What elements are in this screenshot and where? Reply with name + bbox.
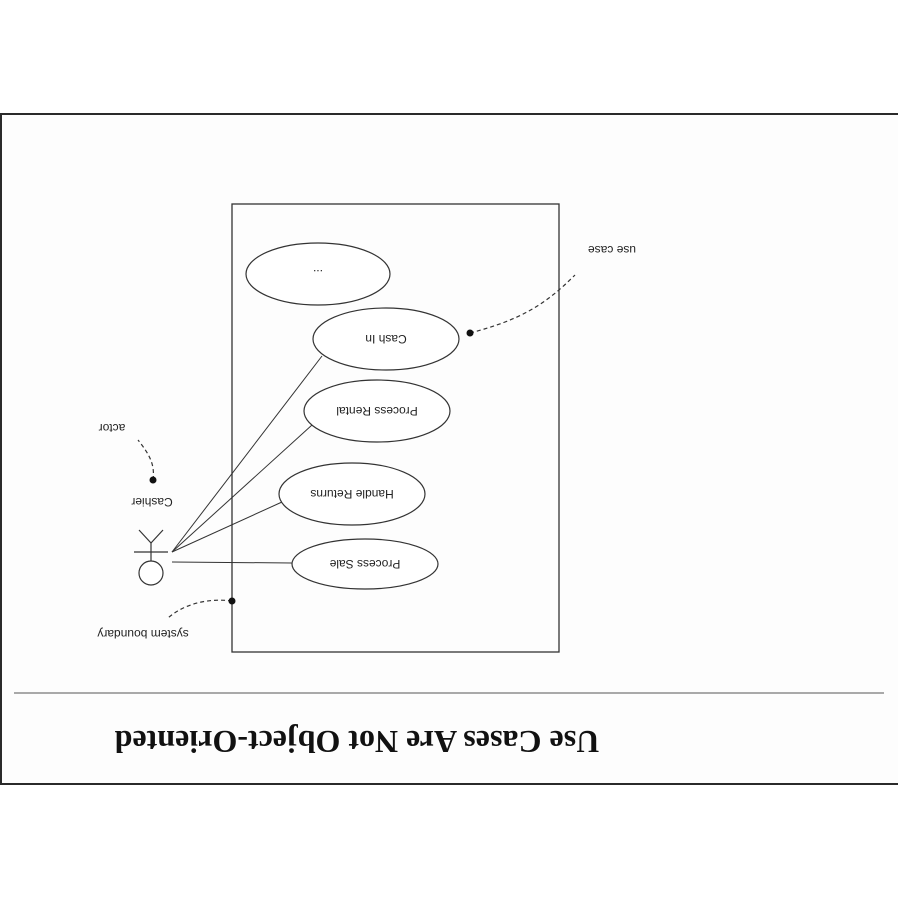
actor-name-label: Cashier: [131, 495, 172, 509]
actor-stick-figure-icon: [134, 529, 168, 586]
slide-title: Use Cases Are Not Object-Oriented: [114, 724, 599, 760]
actor-callout-line: [137, 439, 155, 481]
use-case-handle-returns: [278, 462, 426, 526]
system-boundary-callout-dot: [228, 597, 236, 605]
system-boundary-callout-line: [167, 599, 233, 619]
use-case-annotation-label: use case: [588, 243, 636, 257]
use-case-label-handle-returns: Handle Returns: [310, 487, 393, 501]
use-case-label-process-sale: Process Sale: [329, 557, 400, 571]
association-line-process-rental: [171, 424, 313, 553]
use-case-label-cash-in: Cash In: [365, 332, 406, 346]
slide-frame: [0, 113, 898, 785]
use-case-process-sale: [291, 538, 439, 590]
association-line-cash-in: [171, 355, 323, 553]
use-case-cash-in: [312, 307, 460, 371]
actor-callout-dot: [149, 476, 157, 484]
use-case-callout-line: [469, 274, 576, 334]
use-case-callout-dot: [466, 329, 474, 337]
use-case-label-ellipsis: ...: [313, 267, 323, 281]
use-case-ellipsis: [245, 242, 391, 306]
system-boundary-annotation-label: system boundary: [97, 627, 188, 641]
use-case-label-process-rental: Process Rental: [336, 404, 417, 418]
use-case-process-rental: [303, 379, 451, 443]
system-boundary-box: [231, 203, 560, 653]
association-line-process-sale: [171, 561, 293, 564]
association-line-handle-returns: [171, 501, 283, 553]
actor-annotation-label: actor: [99, 421, 126, 435]
